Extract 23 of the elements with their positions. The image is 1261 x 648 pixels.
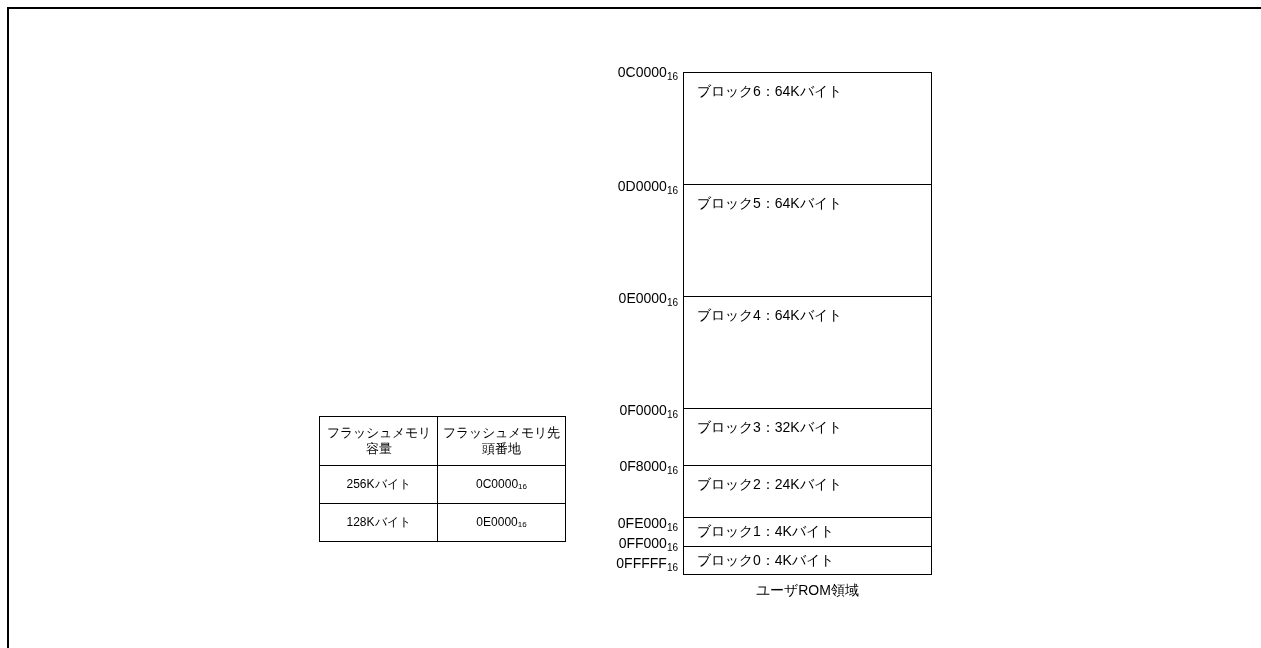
- address-label: 0E0000$_{16}$: [618, 291, 678, 305]
- memory-block: [683, 184, 932, 297]
- block-label: ブロック2：24Kバイト: [697, 477, 842, 491]
- block-label: ブロック3：32Kバイト: [697, 420, 842, 434]
- address-label: 0C0000$_{16}$: [617, 65, 678, 79]
- memory-block: [683, 546, 932, 575]
- block-label: ブロック0：4Kバイト: [697, 553, 834, 567]
- address-label: 0FF000$_{16}$: [618, 536, 678, 550]
- block-label: ブロック6：64Kバイト: [697, 84, 842, 98]
- address-label: 0F0000$_{16}$: [619, 403, 678, 417]
- address-label: 0FFFFF$_{16}$: [616, 556, 678, 570]
- caption: ユーザROM領域: [755, 583, 860, 597]
- block-label: ブロック4：64Kバイト: [697, 308, 842, 322]
- memory-block: [683, 465, 932, 518]
- memory-block: [683, 72, 932, 185]
- block-label: ブロック5：64Kバイト: [697, 196, 842, 210]
- memory-block: [683, 517, 932, 547]
- block-label: ブロック1：4Kバイト: [697, 524, 834, 538]
- address-label: 0FE000$_{16}$: [617, 516, 678, 530]
- memory-block: [683, 296, 932, 409]
- address-label: 0F8000$_{16}$: [619, 459, 678, 473]
- memory-block: [683, 408, 932, 466]
- address-label: 0D0000$_{16}$: [617, 179, 678, 193]
